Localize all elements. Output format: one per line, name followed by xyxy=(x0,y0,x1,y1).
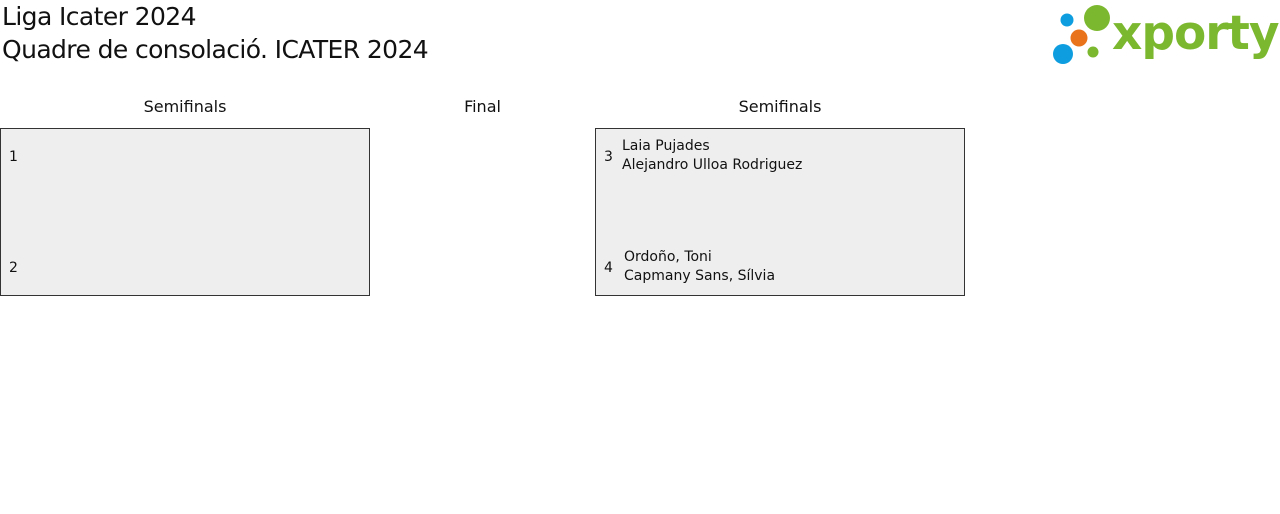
seed-number: 3 xyxy=(604,149,613,165)
round-header-semifinals-right: Semifinals xyxy=(738,97,822,116)
seed-number: 2 xyxy=(9,260,18,276)
xporty-logo-dots-icon xyxy=(1053,5,1110,64)
xporty-logo[interactable]: xporty xyxy=(1050,2,1280,68)
seed-number: 4 xyxy=(604,260,613,276)
player-name: Capmany Sans, Sílvia xyxy=(624,268,776,284)
player-name: Laia Pujades xyxy=(622,138,710,154)
team-entry[interactable]: Laia Pujades Alejandro Ulloa Rodriguez xyxy=(622,137,802,175)
page-title: Liga Icater 2024 xyxy=(2,2,196,31)
round-header-semifinals-left: Semifinals xyxy=(143,97,227,116)
page-subtitle: Quadre de consolació. ICATER 2024 xyxy=(2,35,429,64)
player-name: Alejandro Ulloa Rodriguez xyxy=(622,157,803,173)
match-semifinal-left[interactable]: 1 2 xyxy=(0,128,370,296)
xporty-logo-text: xporty xyxy=(1112,6,1280,61)
team-entry[interactable]: Ordoño, Toni Capmany Sans, Sílvia xyxy=(624,248,775,286)
player-name: Ordoño, Toni xyxy=(624,249,712,265)
seed-number: 1 xyxy=(9,149,18,165)
match-semifinal-right[interactable]: 3 Laia Pujades Alejandro Ulloa Rodriguez… xyxy=(595,128,965,296)
round-header-final: Final xyxy=(464,97,501,116)
